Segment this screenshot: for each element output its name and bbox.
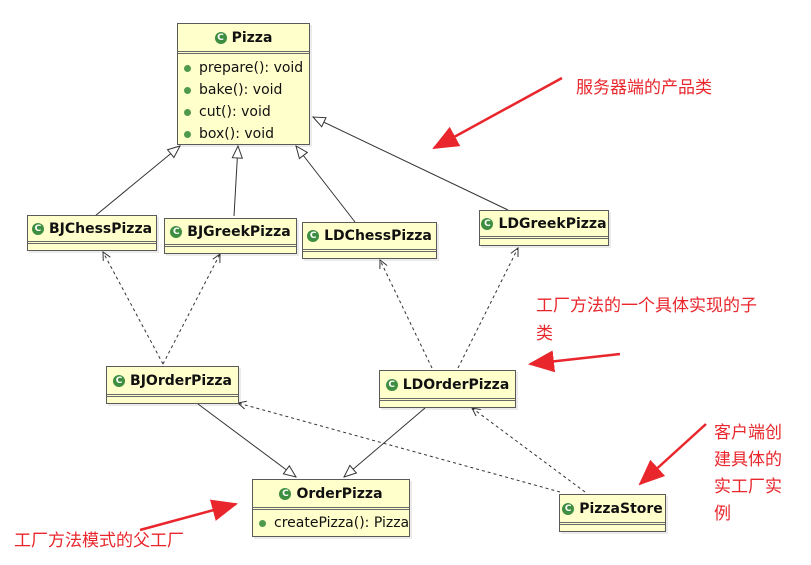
ldgreek-pizza-class[interactable]: C LDGreekPizza [479,210,609,246]
class-name: Pizza [231,29,273,46]
class-name: PizzaStore [579,500,663,517]
ldchess-pizza-class[interactable]: C LDChessPizza [302,222,437,259]
method-box: box(): void [178,123,309,145]
bjorder-pizza-class[interactable]: C BJOrderPizza [106,366,239,404]
client-arrow [638,423,707,486]
class-name: BJChessPizza [48,220,153,237]
bjchess-extends-pizza [94,146,180,217]
bjorder-uses-bjchess [103,252,164,365]
public-method-icon [184,108,191,116]
class-icon: C [113,374,126,387]
class-name: LDChessPizza [324,228,432,244]
public-method-icon [184,130,191,138]
method-createpizza: createPizza(): Pizza [253,512,409,534]
class-name: LDGreekPizza [498,215,607,232]
class-name: LDOrderPizza [402,376,510,393]
class-icon: C [279,487,292,500]
ldorder-pizza-class[interactable]: C LDOrderPizza [379,370,516,408]
class-name: BJOrderPizza [130,372,232,389]
parent-factory-arrow [139,499,238,532]
ldgreek-extends-pizza [313,117,509,211]
class-icon: C [170,225,183,238]
pizza-class[interactable]: C Pizza prepare(): void bake(): void cut… [177,23,310,145]
class-icon: C [31,222,44,235]
bjchess-pizza-class[interactable]: C BJChessPizza [27,215,157,251]
public-method-icon [184,86,191,94]
bjorder-uses-bjgreek [162,254,220,365]
pizzastore-class[interactable]: C PizzaStore [559,494,666,532]
pizzastore-uses-ldorder [472,408,586,493]
public-method-icon [259,519,266,527]
bjgreek-pizza-class[interactable]: C BJGreekPizza [164,218,297,254]
client-note: 客户端创 建具体的 实工厂实 例 [714,423,782,524]
bjorder-extends-orderpizza [197,403,296,477]
ldchess-extends-pizza [296,146,356,223]
bjgreek-extends-pizza [234,146,238,217]
ldorder-extends-orderpizza [344,407,426,477]
orderpizza-class[interactable]: C OrderPizza createPizza(): Pizza [252,479,410,537]
class-icon: C [562,502,575,515]
method-bake: bake(): void [178,79,309,101]
class-icon: C [481,217,494,230]
factory-method-subclass-arrow [528,350,621,373]
class-icon: C [385,378,398,391]
public-method-icon [184,64,191,72]
factory-method-subclass-note: 工厂方法的一个具体实现的子 类 [536,296,757,344]
method-prepare: prepare(): void [178,57,309,79]
pizzastore-uses-bjorder [238,403,561,493]
method-cut: cut(): void [178,101,309,123]
ldorder-uses-ldchess [380,260,433,369]
class-icon: C [307,230,320,242]
parent-factory-note: 工厂方法模式的父工厂 [14,531,184,551]
server-products-arrow [432,76,563,150]
server-products-note: 服务器端的产品类 [576,78,712,98]
class-icon: C [214,31,227,44]
class-name: BJGreekPizza [187,223,291,240]
class-name: OrderPizza [296,485,383,502]
ldorder-uses-ldgreek [457,248,518,369]
